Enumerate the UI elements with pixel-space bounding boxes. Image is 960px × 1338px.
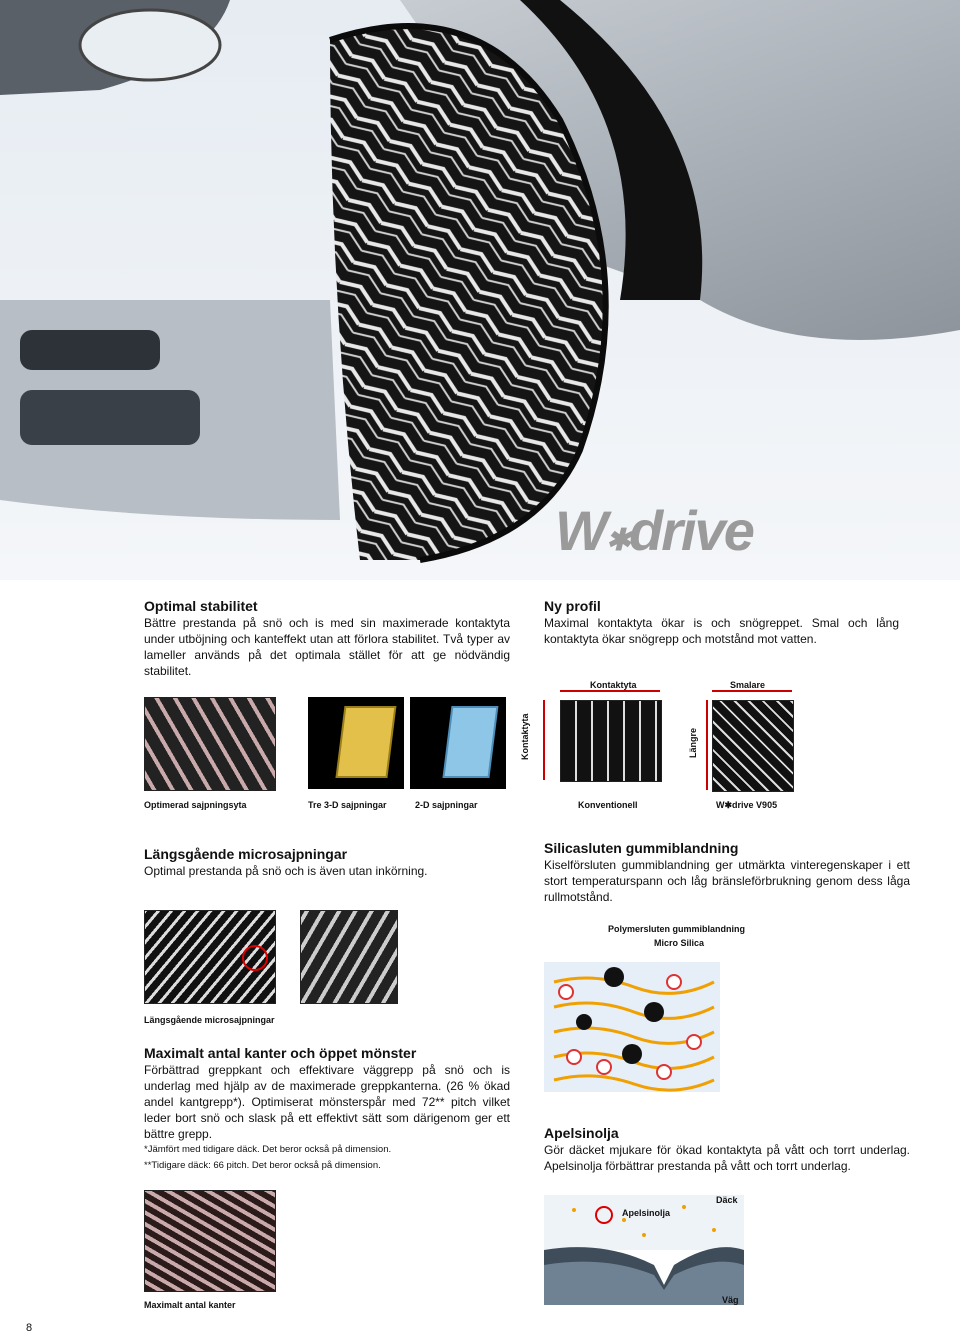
conventional-tire-image bbox=[560, 700, 662, 782]
tire-label: Däck bbox=[716, 1195, 738, 1205]
microsipe-zoom-image bbox=[300, 910, 398, 1004]
stability-section: Optimal stabilitet Bättre prestanda på s… bbox=[144, 598, 510, 679]
hero-photo: W✱drive bbox=[0, 0, 960, 580]
orange-oil-diagram bbox=[544, 1195, 744, 1305]
silica-diagram bbox=[544, 962, 720, 1092]
road-label: Väg bbox=[722, 1295, 739, 1305]
edges-footnote-2: **Tidigare däck: 66 pitch. Det beror ock… bbox=[144, 1160, 381, 1171]
contact-side-label: Kontaktyta bbox=[520, 713, 530, 760]
orange-oil-body: Gör däcket mjukare för ökad kontaktyta p… bbox=[544, 1143, 910, 1173]
silica-section: Silicasluten gummiblandning Kiselförslut… bbox=[544, 840, 910, 905]
contact-top-arrow bbox=[560, 690, 660, 692]
stability-body: Bättre prestanda på snö och is med sin m… bbox=[144, 616, 510, 678]
oil-label: Apelsinolja bbox=[622, 1208, 671, 1218]
caption-sipe-surface: Optimerad sajpningsyta bbox=[144, 800, 247, 810]
microsipe-highlight-icon bbox=[242, 945, 268, 971]
microsipes-title: Längsgående microsajpningar bbox=[144, 846, 348, 862]
page-number: 8 bbox=[26, 1322, 33, 1334]
micro-silica-label: Micro Silica bbox=[654, 938, 705, 948]
narrower-label: Smalare bbox=[730, 680, 766, 690]
caption-conventional: Konventionell bbox=[578, 800, 638, 810]
profile-body: Maximal kontaktyta ökar is och snögreppe… bbox=[544, 616, 899, 646]
orange-oil-section: Apelsinolja Gör däcket mjukare för ökad … bbox=[544, 1125, 910, 1174]
profile-section: Ny profil Maximal kontaktyta ökar is och… bbox=[544, 598, 899, 647]
caption-edges: Maximalt antal kanter bbox=[144, 1300, 236, 1310]
stability-title: Optimal stabilitet bbox=[144, 598, 258, 614]
caption-sipe-3d: Tre 3-D sajpningar bbox=[308, 800, 387, 810]
edges-body: Förbättrad greppkant och effektivare väg… bbox=[144, 1063, 510, 1141]
caption-sipe-2d: 2-D sajpningar bbox=[415, 800, 478, 810]
caption-microsipes: Längsgående microsajpningar bbox=[144, 1015, 275, 1025]
edges-title: Maximalt antal kanter och öppet mönster bbox=[144, 1045, 417, 1061]
contact-top-label: Kontaktyta bbox=[590, 680, 637, 690]
edges-footnote-1: *Jämfört med tidigare däck. Det beror oc… bbox=[144, 1144, 392, 1155]
polymer-label: Polymersluten gummiblandning bbox=[608, 924, 746, 934]
narrower-arrow bbox=[712, 690, 792, 692]
sipe-3d-image bbox=[308, 697, 404, 789]
microsipes-body: Optimal prestanda på snö och is även uta… bbox=[144, 864, 428, 878]
longer-label: Längre bbox=[688, 727, 698, 758]
caption-wdrive: W✱drive V905 bbox=[716, 800, 778, 810]
profile-title: Ny profil bbox=[544, 598, 601, 614]
edges-tire-image bbox=[144, 1190, 276, 1292]
wdrive-tire-image bbox=[712, 700, 794, 792]
sipe-surface-image bbox=[144, 697, 276, 791]
contact-side-arrow bbox=[543, 700, 545, 780]
silica-title: Silicasluten gummiblandning bbox=[544, 840, 739, 856]
microsipes-section: Längsgående microsajpningar Optimal pres… bbox=[144, 846, 510, 879]
longer-arrow bbox=[706, 700, 708, 790]
sipe-2d-image bbox=[410, 697, 506, 789]
silica-body: Kiselförsluten gummiblandning ger utmärk… bbox=[544, 858, 910, 904]
edges-section: Maximalt antal kanter och öppet mönster … bbox=[144, 1045, 510, 1174]
orange-oil-title: Apelsinolja bbox=[544, 1125, 619, 1141]
wdrive-logo: W✱drive bbox=[555, 499, 755, 562]
